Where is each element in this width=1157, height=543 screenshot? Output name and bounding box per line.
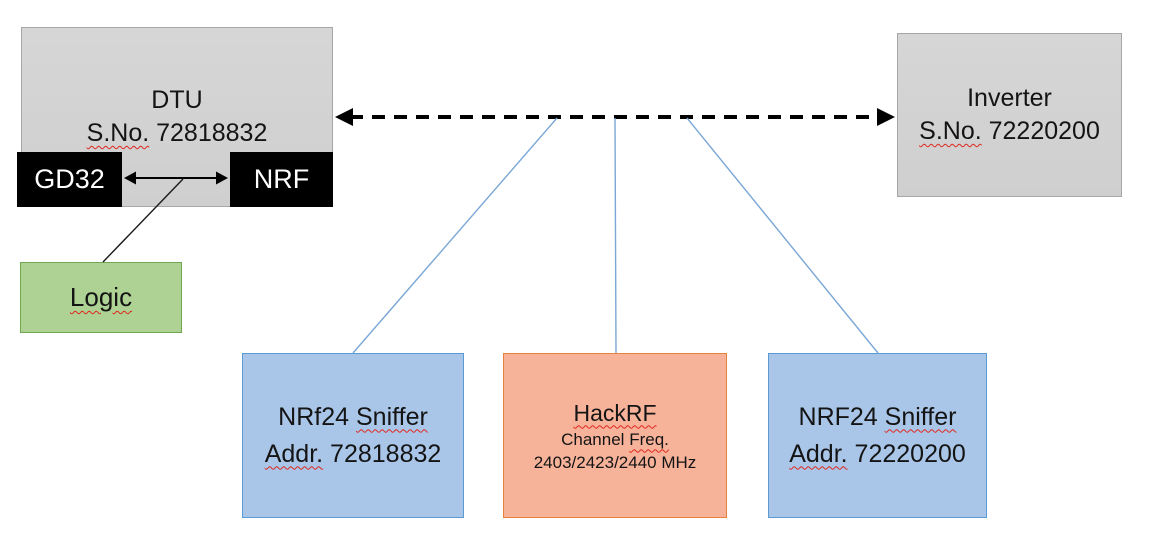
sniffer-right-name: NRF24 Sniffer	[799, 399, 957, 436]
hackrf-channel-wavy: Freq.	[629, 429, 669, 449]
connector-sniffer-left	[352, 117, 558, 354]
dtu-title: DTU	[151, 86, 203, 114]
hackrf-frequencies: 2403/2423/2440 MHz	[533, 452, 697, 472]
dashed-arrowhead-right	[877, 108, 895, 126]
inverter-box: Inverter S.No. 72220200	[897, 33, 1122, 197]
sniffer-right-addr: Addr. 72220200	[789, 436, 966, 473]
logic-analyzer-box: Logic	[20, 262, 182, 333]
sniffer-left-box: NRf24 Sniffer Addr. 72818832	[242, 353, 464, 518]
hackrf-box: HackRF Channel Freq. 2403/2423/2440 MHz	[503, 353, 727, 518]
inverter-serial-line: S.No. 72220200	[919, 115, 1100, 148]
sniffer-left-name: NRf24 Sniffer	[278, 399, 428, 436]
sniffer-left-name-prefix: NRf24	[278, 402, 350, 431]
connector-sniffer-right	[686, 117, 879, 354]
dtu-inverter-dashed-arrow	[335, 108, 895, 126]
gd32-label: GD32	[34, 164, 105, 194]
hackrf-channel-line: Channel Freq.	[561, 428, 669, 451]
sniffer-right-addr-number: 72220200	[854, 439, 966, 468]
sniffer-left-name-wavy: Sniffer	[356, 402, 428, 431]
inverter-serial-label: S.No.	[919, 117, 982, 145]
nrf-chip-box: NRF	[230, 152, 333, 207]
logic-label: Logic	[69, 282, 133, 312]
dtu-serial-line: S.No. 72818832	[87, 117, 268, 150]
dashed-arrowhead-left	[335, 108, 353, 126]
sniffer-right-addr-label: Addr.	[789, 439, 848, 468]
sniffer-right-name-wavy: Sniffer	[884, 402, 957, 431]
dtu-serial-label: S.No.	[86, 119, 150, 147]
sniffer-right-box: NRF24 Sniffer Addr. 72220200	[768, 353, 987, 518]
inverter-title: Inverter	[967, 84, 1052, 112]
sniffer-left-addr-label: Addr.	[264, 439, 324, 468]
gd32-chip-box: GD32	[17, 152, 122, 207]
sniffer-right-name-prefix: NRF24	[798, 402, 878, 431]
sniffer-left-addr: Addr. 72818832	[265, 436, 442, 473]
dtu-serial-number: 72818832	[156, 119, 268, 147]
hackrf-title: HackRF	[573, 399, 657, 426]
connector-hackrf	[614, 117, 617, 354]
nrf-label: NRF	[253, 164, 310, 194]
sniffer-left-addr-number: 72818832	[330, 439, 442, 468]
inverter-serial-number: 72220200	[988, 117, 1100, 145]
hackrf-channel-prefix: Channel	[561, 429, 625, 449]
